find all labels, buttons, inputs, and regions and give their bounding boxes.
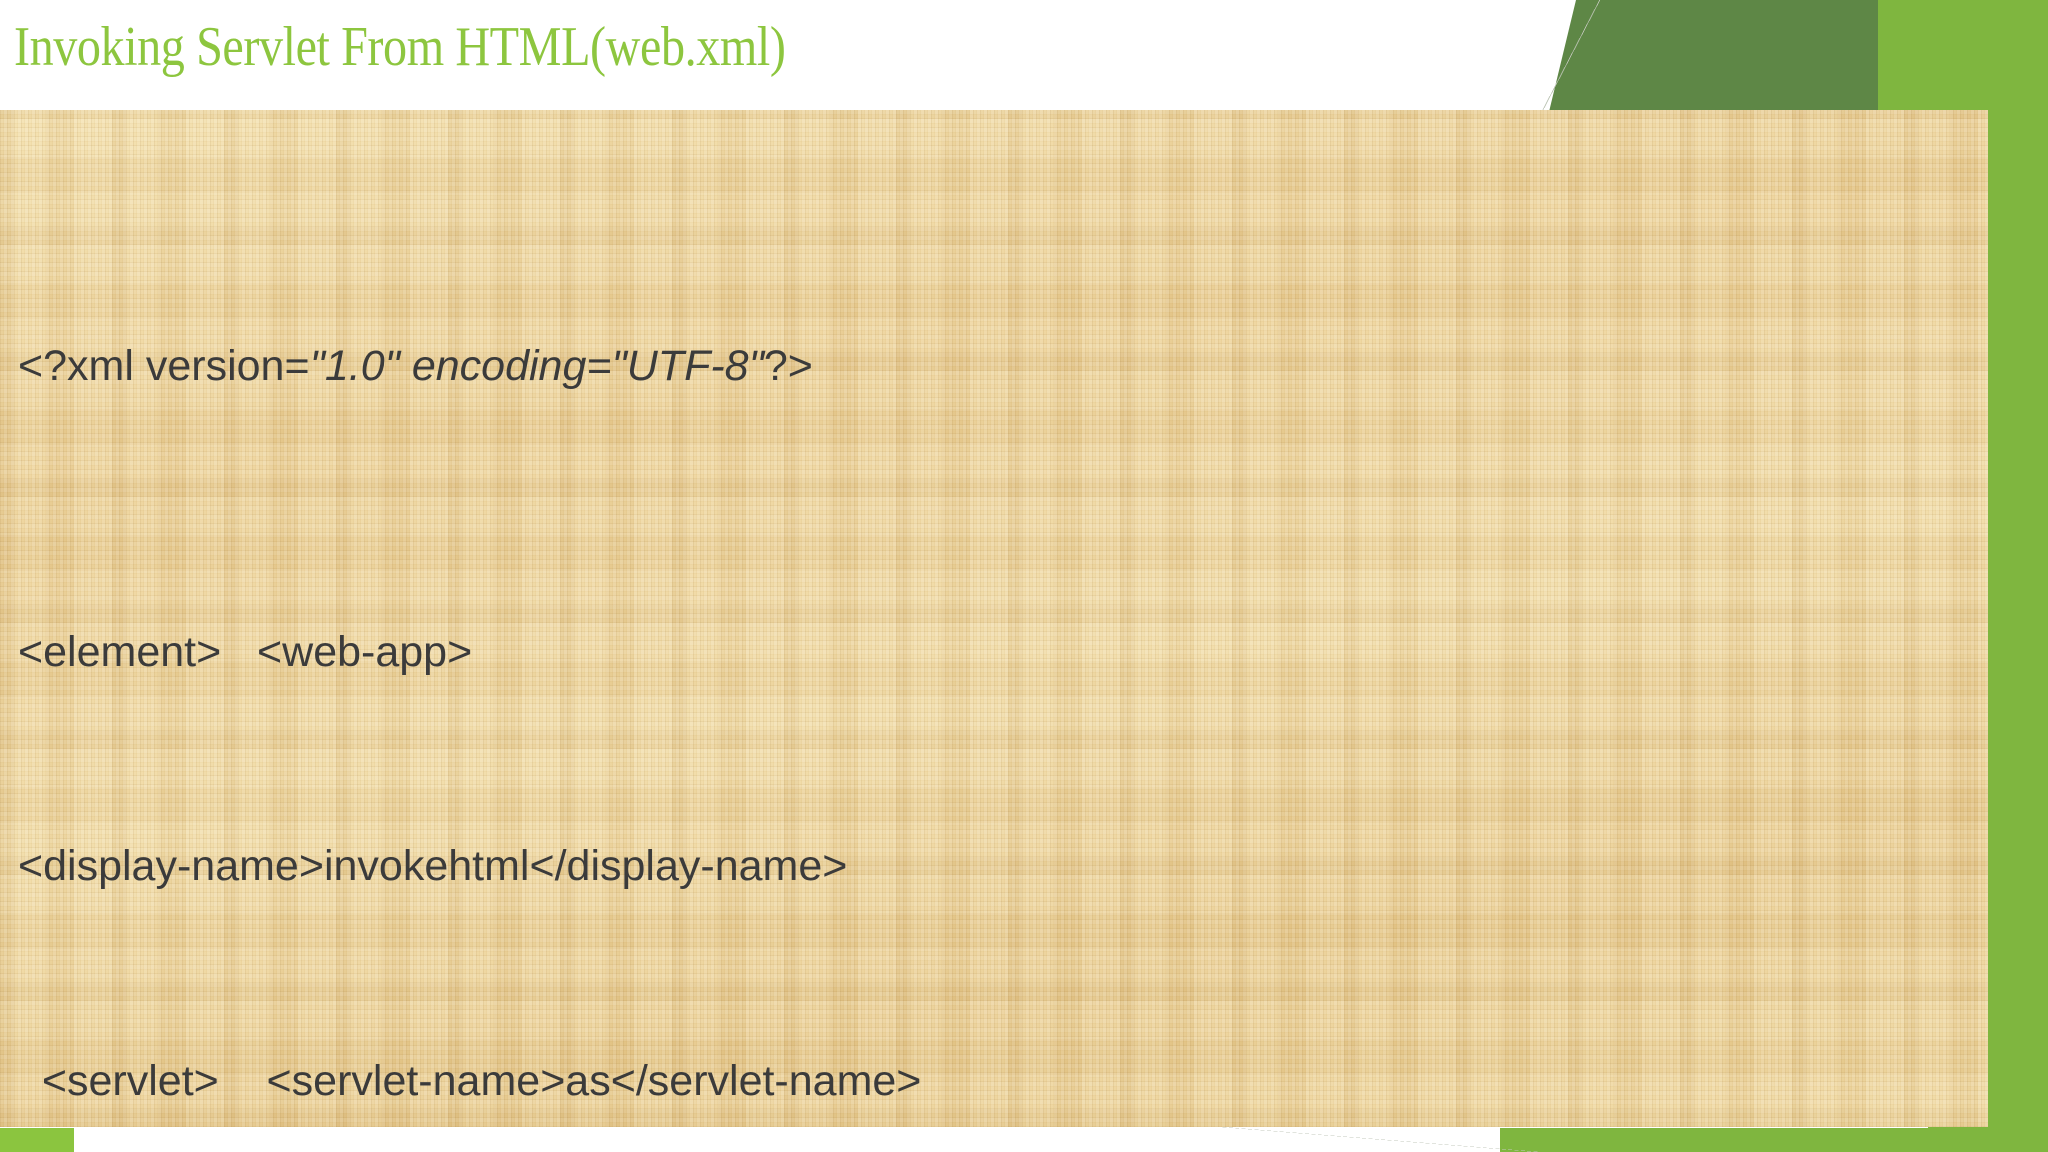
code-line: <servlet> <servlet-name>as</servlet-name… xyxy=(18,1056,922,1105)
code-line-suffix: ?> xyxy=(763,341,813,390)
top-right-dark-green-wedge xyxy=(1548,0,1878,116)
top-right-hairline-accent xyxy=(1540,0,1600,116)
bottom-hairline-accent xyxy=(1210,1126,1540,1152)
bottom-right-green-band xyxy=(1500,1128,2048,1152)
bottom-left-green-square xyxy=(0,1128,74,1152)
code-line-prefix: <?xml version= xyxy=(18,341,310,390)
code-line: <element> <web-app> xyxy=(18,627,473,676)
code-content-panel: <?xml version="1.0" encoding="UTF-8"?> <… xyxy=(0,110,1988,1127)
code-line: <?xml version="1.0" encoding="UTF-8"?> xyxy=(18,331,1988,403)
code-line-italic: "1.0" encoding="UTF-8" xyxy=(309,341,764,390)
code-line: <display-name>invokehtml</display-name> xyxy=(18,842,848,890)
slide-title: Invoking Servlet From HTML(web.xml) xyxy=(14,16,786,78)
xml-code-block: <?xml version="1.0" encoding="UTF-8"?> <… xyxy=(18,116,1988,1127)
